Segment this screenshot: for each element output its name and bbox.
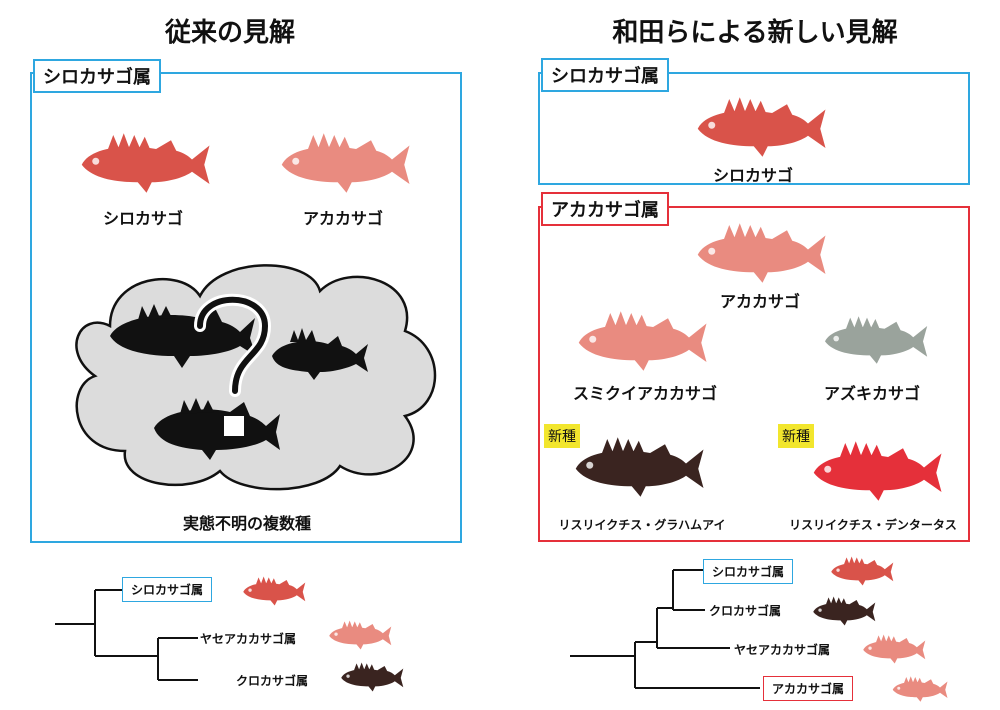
right-tree-genus-shirokasago: シロカサゴ属 bbox=[703, 559, 794, 584]
left-genus-box bbox=[30, 72, 462, 543]
fish-image-sumikuiakakasago bbox=[565, 306, 715, 376]
fish-label-azukikasago: アズキカサゴ bbox=[823, 384, 921, 403]
fish-image-shirokasago-new bbox=[684, 92, 834, 162]
right-heading: 和田らによる新しい見解 bbox=[612, 18, 898, 48]
left-tree-genus-shirokasago: シロカサゴ属 bbox=[122, 577, 213, 602]
right-genus-box-shirokasago bbox=[538, 72, 970, 185]
left-tree-fish-yaseakakasago bbox=[324, 618, 394, 652]
cloud-label: 実態不明の複数種 bbox=[182, 514, 312, 533]
right-phylogeny-tree bbox=[570, 569, 760, 689]
left-tree-fish-shirokasago bbox=[238, 574, 308, 608]
fish-image-rhythichthys-dentatus bbox=[800, 436, 950, 506]
right-genus-box-akakasago bbox=[538, 206, 970, 542]
fish-label-shirokasago-new: シロカサゴ bbox=[712, 166, 794, 185]
left-tree-genus-kurokasago: クロカサゴ属 bbox=[236, 674, 309, 688]
right-genus-box-shirokasago-label: シロカサゴ属 bbox=[541, 58, 669, 92]
unknown-species-cloud bbox=[75, 264, 437, 491]
fish-image-akakasago-new bbox=[684, 218, 834, 288]
fish-label-sumikuiakakasago: スミクイアカカサゴ bbox=[572, 384, 718, 403]
right-tree-fish-kurokasago bbox=[808, 594, 878, 628]
left-tree-fish-kurokasago bbox=[336, 660, 406, 694]
left-phylogeny-tree bbox=[55, 589, 198, 681]
new-species-tag-grahami: 新種 bbox=[544, 424, 580, 448]
left-heading: 従来の見解 bbox=[164, 18, 295, 48]
fish-label-rhythichthys-dentatus: リスリイクチス・デンタータス bbox=[789, 518, 957, 532]
left-genus-box-label: シロカサゴ属 bbox=[33, 59, 161, 93]
fish-image-akakasago bbox=[268, 128, 418, 198]
fish-label-akakasago: アカカサゴ bbox=[302, 209, 384, 228]
right-tree-fish-yaseakakasago bbox=[858, 632, 928, 666]
fish-image-shirokasago bbox=[68, 128, 218, 198]
right-tree-fish-shirokasago bbox=[826, 554, 896, 588]
new-species-tag-dentatus: 新種 bbox=[778, 424, 814, 448]
right-tree-genus-kurokasago: クロカサゴ属 bbox=[709, 604, 782, 618]
fish-image-rhythichthys-grahami bbox=[562, 432, 712, 502]
fish-label-shirokasago: シロカサゴ bbox=[102, 209, 184, 228]
fish-label-rhythichthys-grahami: リスリイクチス・グラハムアイ bbox=[558, 518, 726, 532]
right-genus-box-akakasago-label: アカカサゴ属 bbox=[541, 192, 669, 226]
fish-image-azukikasago bbox=[814, 312, 934, 368]
left-tree-genus-yaseakakasago: ヤセアカカサゴ属 bbox=[200, 632, 297, 646]
right-tree-genus-akakasago: アカカサゴ属 bbox=[763, 676, 854, 701]
fish-label-akakasago-new: アカカサゴ bbox=[719, 292, 801, 311]
right-tree-genus-yaseakakasago: ヤセアカカサゴ属 bbox=[734, 643, 831, 657]
right-tree-fish-akakasago bbox=[884, 674, 954, 704]
